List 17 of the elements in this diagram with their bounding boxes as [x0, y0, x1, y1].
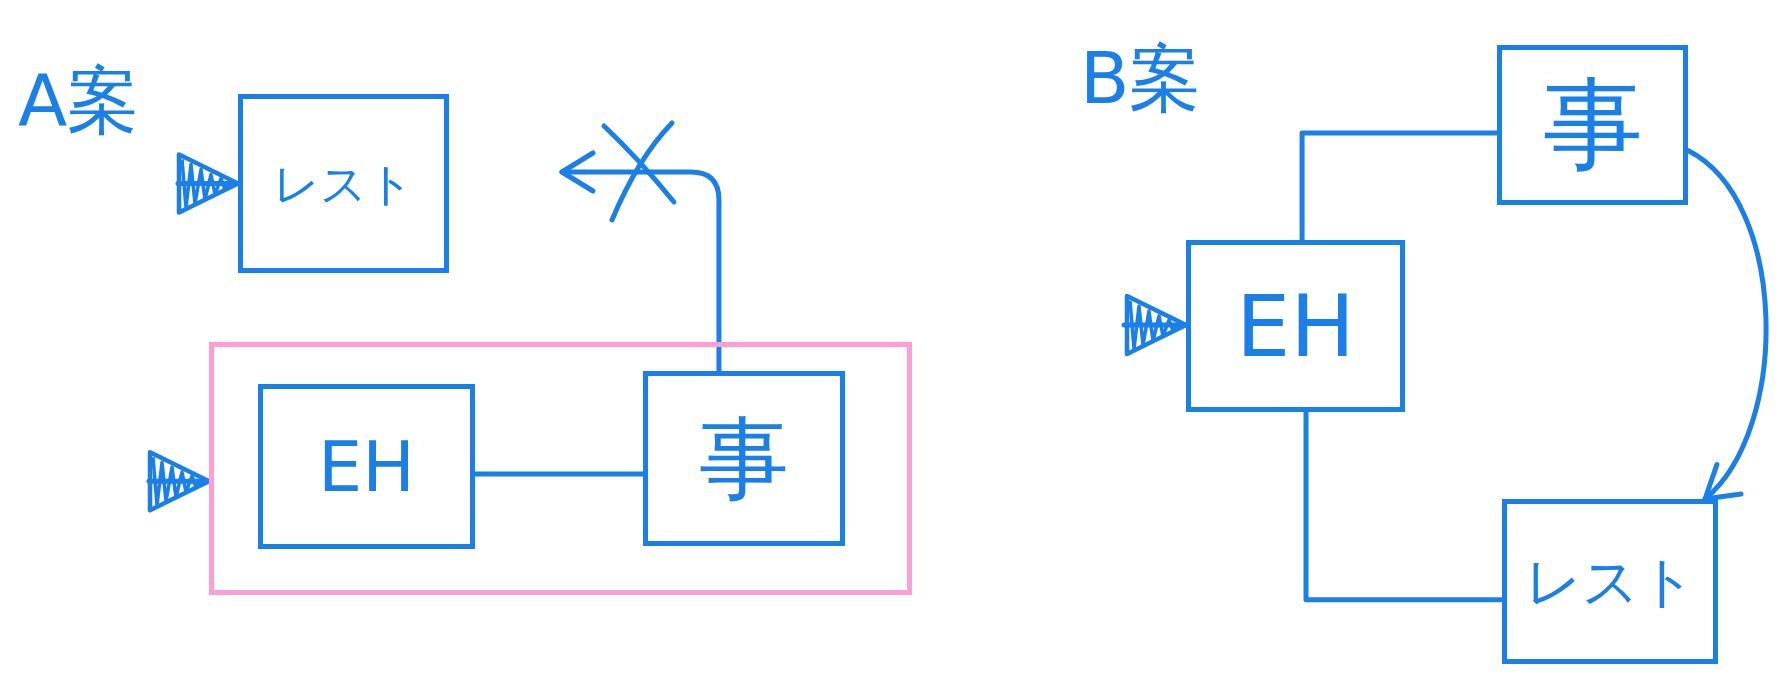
process-box: レスト	[238, 94, 449, 273]
connector-line	[472, 471, 646, 477]
process-box: 事	[643, 371, 845, 546]
process-box: 事	[1497, 45, 1688, 205]
arrow	[1685, 148, 1769, 502]
section-label: B案	[1080, 42, 1202, 114]
process-box: EH	[258, 384, 475, 549]
arrow	[175, 152, 241, 215]
process-box: EH	[1186, 240, 1405, 412]
section-label: A案	[18, 64, 140, 136]
group-frame	[209, 342, 912, 595]
connector-line	[1299, 130, 1500, 243]
arrow	[559, 150, 722, 374]
process-box: レスト	[1502, 499, 1718, 664]
arrow	[146, 449, 212, 513]
arrow	[1121, 293, 1189, 357]
connector-line	[1303, 409, 1505, 603]
